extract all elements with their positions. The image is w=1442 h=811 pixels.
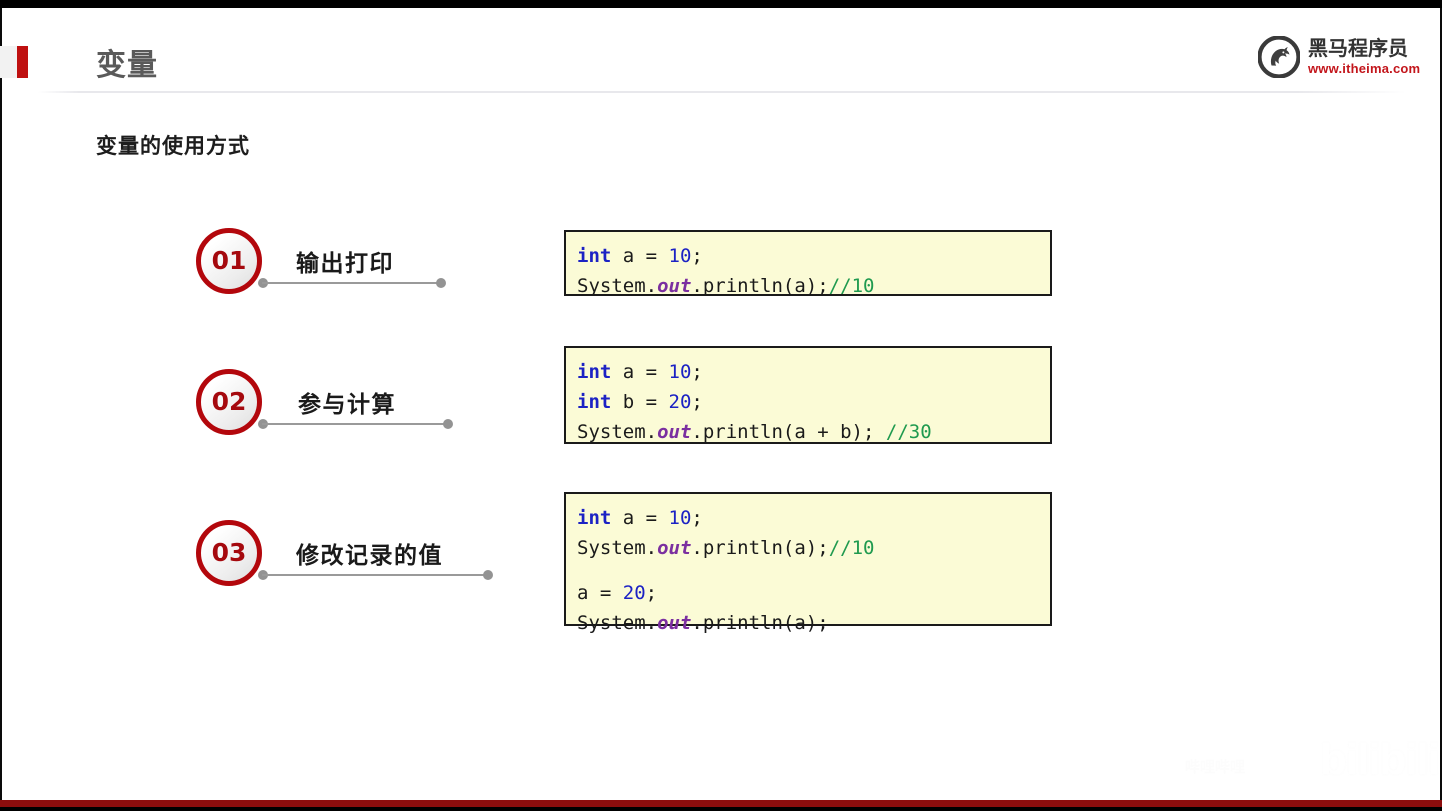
step-connector-02 [258, 419, 453, 429]
code-line: int a = 10; [577, 357, 1038, 387]
code-token-plain: ; [691, 507, 703, 529]
title-marker-red-block [17, 46, 28, 78]
code-line: System.out.println(a);//10 [577, 533, 1038, 563]
letterbox-top-bar [0, 0, 1442, 8]
connector-line [262, 282, 442, 284]
code-token-field: out [657, 275, 692, 297]
footer-red-bar [0, 800, 1442, 807]
code-token-num: 20 [622, 582, 646, 604]
page-title: 变量 [96, 49, 158, 82]
code-token-plain: .println(a + b); [691, 421, 886, 443]
step-connector-03 [258, 570, 493, 580]
step-label-02: 参与计算 [298, 391, 396, 417]
code-token-plain: .println(a); [691, 537, 829, 559]
step-label-01: 输出打印 [296, 250, 394, 276]
brand-name-cn: 黑马程序员 [1308, 38, 1408, 60]
code-token-plain: ; [691, 391, 703, 413]
code-token-field: out [657, 421, 692, 443]
code-token-kw: int [577, 361, 612, 383]
code-token-num: 10 [668, 361, 692, 383]
section-heading: 变量的使用方式 [96, 135, 250, 158]
code-token-plain: System. [577, 537, 658, 559]
code-token-plain: System. [577, 612, 658, 634]
header-divider [38, 91, 1406, 93]
connector-line [262, 574, 489, 576]
connector-dot-right [443, 419, 453, 429]
code-token-plain: ; [645, 582, 658, 604]
code-token-kw: int [577, 391, 612, 413]
bilibili-tv-play-icon [1325, 676, 1409, 754]
code-token-num: 10 [668, 507, 692, 529]
code-block-print: int a = 10; System.out.println(a);//10 [564, 230, 1052, 297]
step-circle-03: 03 [196, 520, 262, 590]
code-token-plain: ; [691, 361, 703, 383]
code-line: System.out.println(a);//10 [577, 271, 1038, 301]
code-token-field: out [657, 612, 692, 634]
code-token-plain: a = [611, 361, 669, 383]
step-circle-ring: 02 [196, 369, 262, 435]
code-block-calculate: int a = 10;int b = 20;System.out.println… [564, 346, 1052, 444]
slide-edge-left [0, 8, 2, 800]
step-number-label: 01 [211, 246, 247, 275]
step-label-03: 修改记录的值 [296, 542, 443, 568]
code-token-field: out [657, 537, 692, 559]
code-line: System.out.println(a); [577, 608, 1038, 638]
step-circle-ring: 03 [196, 520, 262, 586]
code-token-comment: //30 [885, 421, 932, 443]
connector-dot-right [483, 570, 493, 580]
step-circle-ring: 01 [196, 228, 262, 294]
connector-line [262, 423, 449, 425]
code-token-comment: //10 [828, 275, 875, 297]
connector-dot-right [436, 278, 446, 288]
code-token-plain: a = [611, 507, 669, 529]
slide-edge-right [1440, 8, 1442, 800]
step-number-label: 03 [211, 538, 247, 567]
code-token-kw: int [577, 245, 612, 267]
bilibili-watermark: bilibili 哔哩哔哩 [1180, 676, 1440, 786]
code-token-plain: .println(a); [691, 612, 829, 634]
bilibili-watermark-uid: 哔哩哔哩 [1185, 759, 1246, 776]
step-circle-02: 02 [196, 369, 262, 439]
brand-text-group: 黑马程序员 www.itheima.com [1308, 39, 1420, 75]
letterbox-bottom-bar [0, 807, 1442, 811]
brand-logo: 黑马程序员 www.itheima.com [1257, 35, 1420, 79]
code-token-plain: System. [577, 421, 658, 443]
code-line: System.out.println(a + b); //30 [577, 417, 1038, 447]
bilibili-watermark-text: bilibili [1320, 735, 1440, 784]
code-line: a = 20; [577, 578, 1038, 608]
code-token-plain: a = [611, 245, 669, 267]
code-token-num: 10 [668, 245, 692, 267]
code-token-plain: b = [611, 391, 669, 413]
step-circle-01: 01 [196, 228, 262, 298]
code-token-kw: int [577, 507, 612, 529]
step-number-label: 02 [211, 387, 247, 416]
code-line: int b = 20; [577, 387, 1038, 417]
code-token-plain: a = [577, 582, 623, 604]
brand-url: www.itheima.com [1308, 61, 1421, 76]
code-token-num: 20 [668, 391, 692, 413]
code-token-plain: ; [691, 245, 703, 267]
code-line: int a = 10; [577, 241, 1038, 271]
horse-head-circle-logo-icon [1257, 35, 1301, 79]
code-token-plain: .println(a); [691, 275, 829, 297]
code-token-comment: //10 [828, 537, 875, 559]
code-token-plain: System. [577, 275, 658, 297]
title-marker-gray-block [0, 46, 18, 78]
step-connector-01 [258, 278, 446, 288]
code-line: int a = 10; [577, 503, 1038, 533]
